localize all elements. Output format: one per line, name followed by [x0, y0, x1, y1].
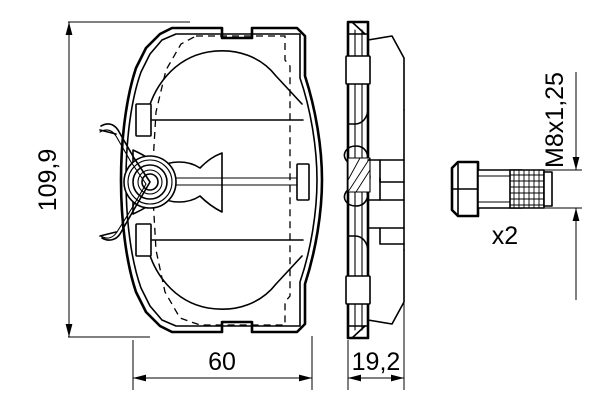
- side-friction-body: [367, 35, 405, 111]
- side-hook-lower: [347, 235, 369, 269]
- side-bottom-cap: [347, 325, 369, 339]
- friction-surface-top-arc: [145, 50, 303, 121]
- side-tab-upper: [345, 55, 371, 85]
- front-view: [99, 26, 324, 334]
- backing-plate-hidden-outline: [151, 35, 291, 326]
- side-top-cap: [347, 21, 369, 35]
- right-tab: [296, 163, 310, 201]
- retainer-bar: [157, 177, 301, 186]
- side-hook-upper: [347, 91, 369, 125]
- dimension-height-109-9: [65, 21, 190, 338]
- left-tab-upper: [135, 103, 152, 137]
- bolt-view: [450, 72, 582, 300]
- bolt-end: [543, 171, 553, 207]
- left-tab-lower: [135, 223, 152, 257]
- side-tab-lower: [345, 275, 371, 305]
- pad-inner-contour: [125, 33, 318, 327]
- spring-clip-wire: [99, 123, 151, 241]
- dimension-thread-m8: [530, 72, 582, 300]
- friction-surface-bottom-arc: [145, 239, 303, 310]
- dimension-label-width: 60: [208, 348, 236, 376]
- dimension-label-height: 109,9: [34, 149, 62, 212]
- dimension-width-60: [132, 336, 313, 390]
- bolt-quantity-label: x2: [492, 222, 518, 250]
- side-hatched-shim: [347, 157, 371, 193]
- bolt-thread-label: M8x1,25: [541, 72, 569, 168]
- dimension-thickness-19-2: [347, 252, 405, 390]
- dimension-label-thickness: 19,2: [352, 348, 401, 376]
- bolt-threaded-section: [509, 169, 545, 209]
- side-view: [343, 20, 405, 340]
